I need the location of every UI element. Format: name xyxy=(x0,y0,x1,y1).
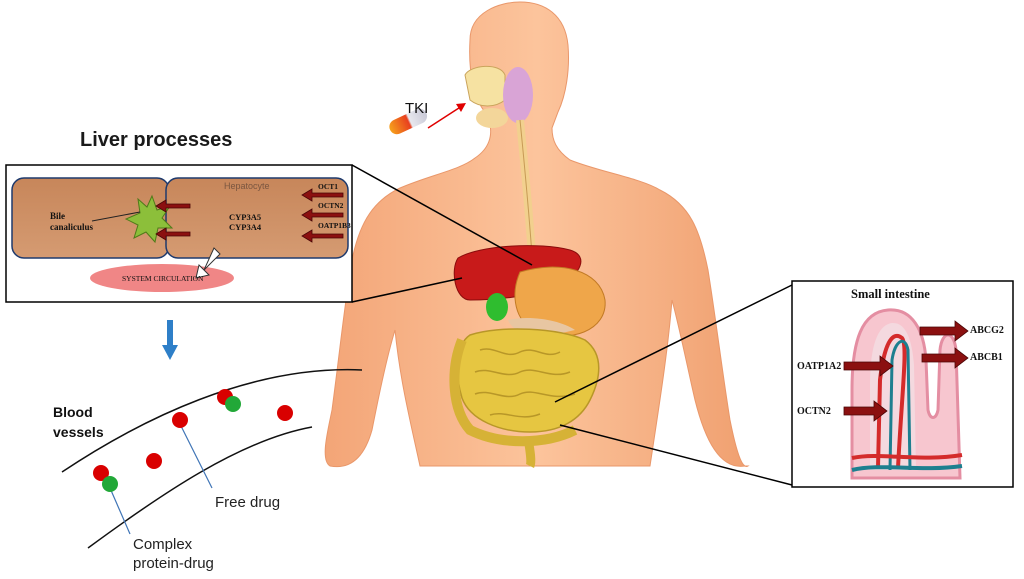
blood-vessels-label-line2: vessels xyxy=(53,424,104,440)
nasal-cavity xyxy=(464,65,506,107)
protein-molecule xyxy=(225,396,241,412)
rectum xyxy=(523,437,536,469)
large-intestine-organ xyxy=(449,338,578,447)
bile-label-line2: canaliculus xyxy=(50,222,94,232)
system-circulation-label: SYSTEM CIRCULATION xyxy=(122,274,204,283)
body-silhouette xyxy=(324,1,750,468)
intestine-loops xyxy=(474,348,576,418)
arrow-octn2 xyxy=(301,208,344,222)
free-drug-molecule xyxy=(172,412,188,428)
lacteal-vessel xyxy=(888,339,912,471)
transporter-oatp1b3: OATP1B3 xyxy=(318,221,351,230)
drug-molecules xyxy=(93,389,293,492)
esophagus-outline xyxy=(519,119,533,256)
blood-vessel xyxy=(61,368,363,549)
pill-icon xyxy=(389,108,428,135)
free-drug-molecule xyxy=(277,405,293,421)
intestine-box xyxy=(791,280,1014,488)
arrow-octn2-intestine xyxy=(843,400,888,422)
circulation-hollow-arrow xyxy=(195,247,221,279)
liver-callout-lines xyxy=(351,164,533,303)
enzyme-cyp3a5: CYP3A5 xyxy=(229,212,262,222)
complex-label-line1: Complex xyxy=(133,536,193,553)
salivary-gland xyxy=(503,67,533,123)
liver-to-blood-arrow xyxy=(162,320,178,360)
free-drug-molecule xyxy=(93,465,109,481)
enzyme-cyp3a4: CYP3A4 xyxy=(229,222,262,232)
free-drug-label: Free drug xyxy=(215,494,281,511)
transporter-octn2: OCTN2 xyxy=(318,201,344,210)
vessel-wall-bottom xyxy=(87,426,313,549)
transporter-abcb1: ABCB1 xyxy=(970,352,1003,363)
arrow-bile-top xyxy=(155,199,191,213)
arrow-bile-bottom xyxy=(155,227,191,241)
transporter-oct1: OCT1 xyxy=(318,182,339,191)
gallbladder-organ xyxy=(486,293,508,321)
bile-pointer-line xyxy=(91,211,141,222)
transporter-abcg2: ABCG2 xyxy=(970,325,1004,336)
blood-pointer-lines xyxy=(109,423,213,535)
abdominal-organs xyxy=(449,245,606,469)
arrow-abcg2 xyxy=(919,320,969,342)
arrow-oatp1a2 xyxy=(843,355,894,377)
transporter-octn2-intestine: OCTN2 xyxy=(797,406,831,417)
transporter-oatp1a2: OATP1A2 xyxy=(797,361,842,372)
small-intestine-organ xyxy=(456,328,600,433)
drug-label: TKI xyxy=(405,100,429,117)
hepatocyte-label: Hepatocyte xyxy=(224,181,270,191)
drug-pill-group xyxy=(389,103,466,135)
tongue xyxy=(476,108,508,128)
liver-box xyxy=(5,164,353,303)
bile-label-line1: Bile xyxy=(50,211,65,221)
liver-transporter-arrows xyxy=(155,188,344,243)
bile-canaliculus-shape xyxy=(124,194,174,244)
arrow-oct1 xyxy=(301,188,344,202)
arrow-abcb1 xyxy=(921,347,969,369)
hepatocyte-cell xyxy=(165,177,349,259)
intestine-callout-lines xyxy=(554,284,793,486)
free-drug-molecule xyxy=(146,453,162,469)
head-organs xyxy=(464,65,536,256)
drug-intake-arrow xyxy=(427,105,463,129)
base-vessel-blue xyxy=(851,464,963,472)
complex-label-line2: protein-drug xyxy=(133,555,214,572)
base-vessel-red xyxy=(851,453,963,460)
vessel-wall-top xyxy=(61,368,363,473)
human-body xyxy=(324,1,750,468)
artery-vessel xyxy=(876,334,907,469)
drug-intake-arrowhead xyxy=(456,103,466,112)
liver-processes-title: Liver processes xyxy=(80,129,233,151)
small-intestine-title: Small intestine xyxy=(851,287,930,301)
blood-vessels-label-line1: Blood xyxy=(53,404,93,420)
arrow-oatp1b3 xyxy=(301,229,344,243)
protein-molecule xyxy=(102,476,118,492)
intestine-transporter-arrows xyxy=(843,320,969,422)
